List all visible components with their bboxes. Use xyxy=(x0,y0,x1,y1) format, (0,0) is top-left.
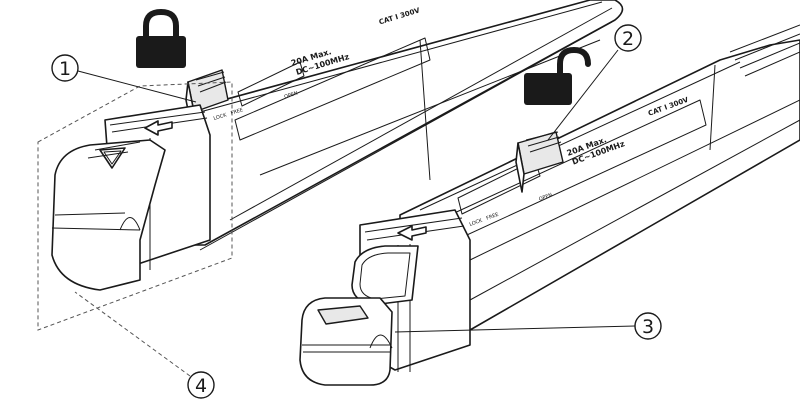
grip-vents xyxy=(729,24,800,77)
callout-4-leader xyxy=(74,291,191,377)
probe-body-locked xyxy=(149,0,624,246)
probe-locked xyxy=(51,0,624,291)
slider-lock-label: LOCK xyxy=(213,112,228,122)
callout-4: 4 xyxy=(74,291,215,399)
callout-2-number: 2 xyxy=(622,28,634,50)
slider-free-label: FREE xyxy=(230,107,244,116)
callout-4-circle xyxy=(187,371,215,399)
callout-3-circle xyxy=(634,312,662,340)
callout-3-leader xyxy=(394,325,636,333)
callout-1: 1 xyxy=(51,54,197,103)
slider-open-label: OPEN xyxy=(284,90,299,100)
slider-free-label-2: FREE xyxy=(486,212,500,222)
callout-1-number: 1 xyxy=(59,58,71,80)
callout-2: 2 xyxy=(547,24,642,141)
category-text: CAT I 300V xyxy=(378,6,421,26)
arrow-left-icon xyxy=(144,120,173,136)
callout-1-leader xyxy=(77,70,197,103)
jaw-release-pad xyxy=(317,305,369,325)
callout-4-number: 4 xyxy=(195,375,207,397)
label-panel-locked xyxy=(234,37,431,141)
callout-2-leader xyxy=(547,49,619,141)
slider-lock-label-2: LOCK xyxy=(469,217,484,227)
callout-1-circle xyxy=(51,54,79,82)
jaw-tip-locked xyxy=(51,139,166,291)
slider-open-label-2: OPEN xyxy=(538,192,553,202)
padlock-open-icon xyxy=(524,46,591,105)
callout-3: 3 xyxy=(394,312,662,340)
probe-unlocked xyxy=(299,24,800,386)
padlock-closed-icon xyxy=(136,8,186,68)
arrow-left-icon-2 xyxy=(397,225,427,241)
callout-2-circle xyxy=(614,24,642,52)
jaw-open-window xyxy=(351,245,419,306)
detail-highlight-box xyxy=(37,81,233,331)
callout-3-number: 3 xyxy=(642,316,654,338)
